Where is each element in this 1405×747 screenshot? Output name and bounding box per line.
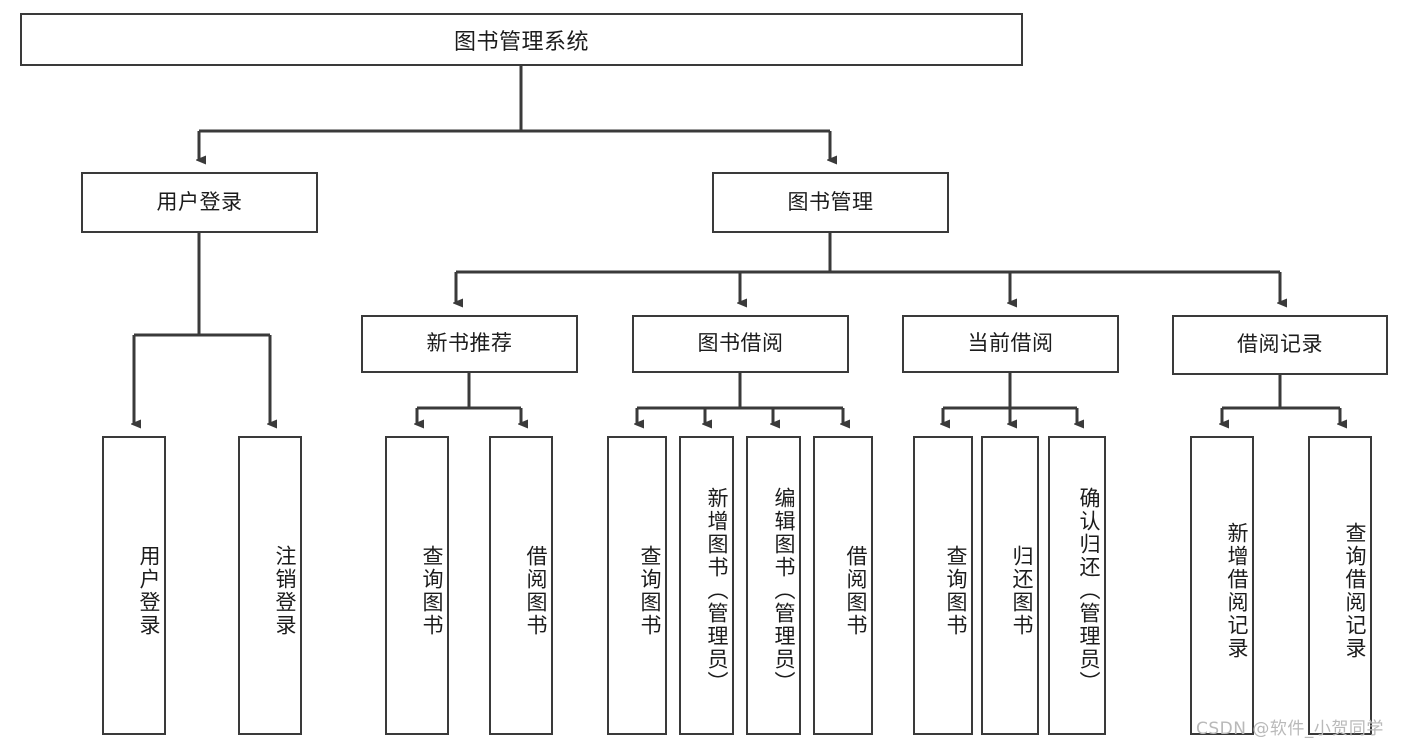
- node-current-borrow-label: 当前借阅: [967, 331, 1054, 356]
- node-current-borrow[interactable]: 当前借阅: [902, 315, 1119, 373]
- node-borrow-record-label: 借阅记录: [1237, 332, 1323, 357]
- node-book-borrow-label: 图书借阅: [697, 331, 784, 356]
- leaf-logout-login[interactable]: 注销登录: [238, 436, 302, 735]
- leaf-query-record-label: 查询借阅记录: [1343, 521, 1367, 660]
- node-user-login-label: 用户登录: [156, 189, 243, 214]
- csdn-watermark: CSDN @软件_小贺同学: [1196, 719, 1384, 739]
- leaf-add-record[interactable]: 新增借阅记录: [1190, 436, 1254, 735]
- node-root-label: 图书管理系统: [453, 29, 589, 55]
- leaf-query-book-1-label: 查询图书: [420, 544, 444, 637]
- leaf-add-book[interactable]: 新增图书（管理员）: [679, 436, 734, 735]
- leaf-confirm-return-label: 确认归还（管理员）: [1077, 487, 1101, 694]
- node-root[interactable]: 图书管理系统: [20, 13, 1023, 66]
- leaf-borrow-book-1-label: 借阅图书: [524, 544, 548, 637]
- leaf-user-login[interactable]: 用户登录: [102, 436, 166, 735]
- node-new-book-recommend[interactable]: 新书推荐: [361, 315, 578, 373]
- leaf-borrow-book-1[interactable]: 借阅图书: [489, 436, 553, 735]
- leaf-add-record-label: 新增借阅记录: [1225, 521, 1249, 660]
- node-book-borrow[interactable]: 图书借阅: [632, 315, 849, 373]
- node-new-book-recommend-label: 新书推荐: [426, 331, 513, 356]
- leaf-edit-book[interactable]: 编辑图书（管理员）: [746, 436, 801, 735]
- leaf-query-book-1[interactable]: 查询图书: [385, 436, 449, 735]
- leaf-query-book-3[interactable]: 查询图书: [913, 436, 973, 735]
- leaf-return-book-label: 归还图书: [1010, 544, 1034, 637]
- leaf-user-login-label: 用户登录: [137, 544, 161, 637]
- node-book-manage[interactable]: 图书管理: [712, 172, 949, 233]
- node-book-manage-label: 图书管理: [787, 189, 874, 214]
- leaf-confirm-return[interactable]: 确认归还（管理员）: [1048, 436, 1106, 735]
- node-borrow-record[interactable]: 借阅记录: [1172, 315, 1388, 375]
- leaf-query-book-2[interactable]: 查询图书: [607, 436, 667, 735]
- leaf-add-book-label: 新增图书（管理员）: [705, 487, 729, 694]
- leaf-query-book-2-label: 查询图书: [638, 544, 662, 637]
- leaf-logout-login-label: 注销登录: [273, 544, 297, 637]
- node-user-login[interactable]: 用户登录: [81, 172, 318, 233]
- leaf-query-book-3-label: 查询图书: [944, 544, 968, 637]
- leaf-return-book[interactable]: 归还图书: [981, 436, 1039, 735]
- leaf-borrow-book-2-label: 借阅图书: [844, 544, 868, 637]
- leaf-edit-book-label: 编辑图书（管理员）: [772, 487, 796, 694]
- leaf-borrow-book-2[interactable]: 借阅图书: [813, 436, 873, 735]
- leaf-query-record[interactable]: 查询借阅记录: [1308, 436, 1372, 735]
